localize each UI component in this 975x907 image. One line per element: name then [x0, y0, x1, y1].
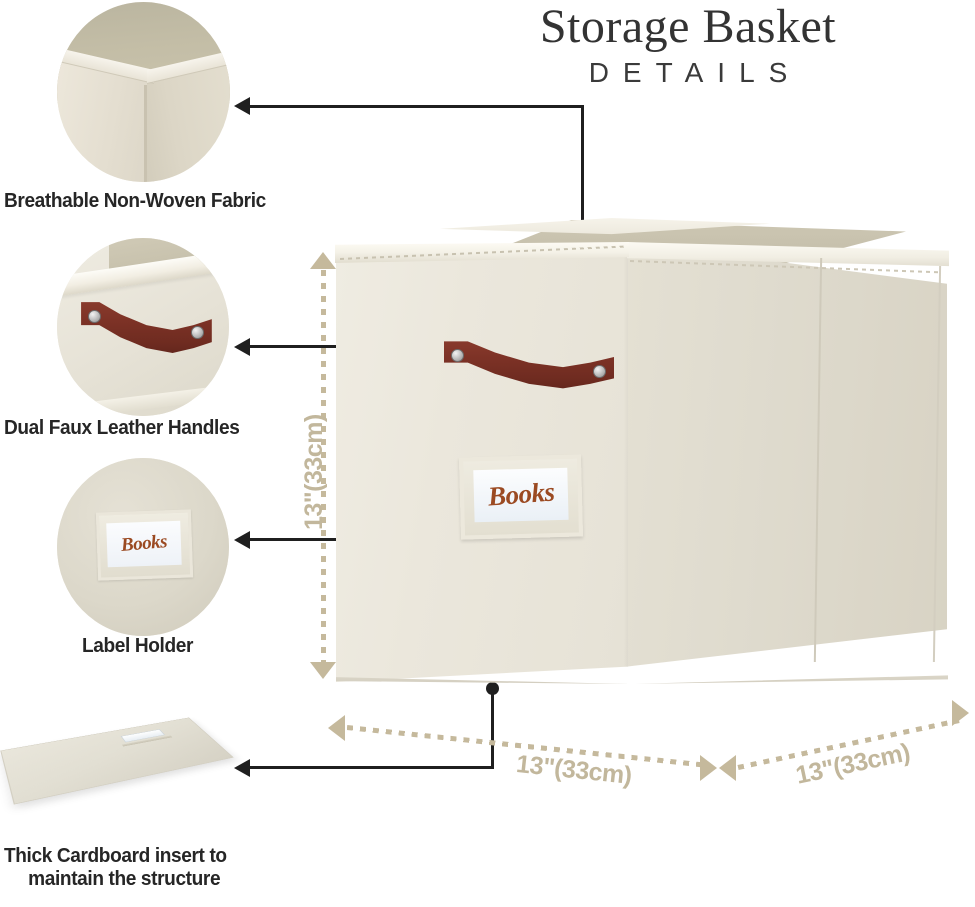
- handle-rivet-right: [190, 325, 204, 339]
- leader-line-cardboard-horizontal: [250, 766, 494, 769]
- label-photo-card: Books: [105, 521, 182, 569]
- feature-caption-handles: Dual Faux Leather Handles: [4, 416, 240, 439]
- label-photo-frame: Books: [95, 509, 193, 581]
- leader-arrowhead-fabric: [234, 97, 250, 115]
- feature-caption-label-holder: Label Holder: [82, 634, 194, 657]
- dimension-arrowhead-depth-left: [719, 755, 736, 781]
- fabric-corner-seam: [144, 84, 147, 182]
- basket-handle-strap: [444, 341, 614, 389]
- page-title: Storage Basket: [539, 0, 837, 53]
- leader-arrowhead-handles: [234, 338, 250, 356]
- basket-side-panel: [627, 242, 947, 667]
- feature-caption-cardboard-line1: Thick Cardboard insert to: [4, 844, 227, 867]
- page-subtitle: DETAILS: [588, 56, 802, 88]
- leader-line-cardboard-vertical: [491, 688, 494, 769]
- basket-handle-rivet-left: [451, 349, 464, 362]
- fabric-corner-photo: [57, 2, 230, 182]
- basket-label-card-text: Books: [486, 476, 556, 512]
- cardboard-sheet-photo: [0, 700, 236, 810]
- leader-line-fabric-horizontal: [250, 105, 584, 108]
- label-holder-photo: Books: [57, 458, 229, 636]
- storage-basket-product-image: Books: [335, 218, 949, 688]
- basket-label-card: Books: [473, 467, 569, 522]
- dimension-arrowhead-height-top: [310, 252, 336, 269]
- dimension-label-height: 13"(33cm): [300, 414, 328, 530]
- dimension-line-height: [320, 270, 326, 662]
- page-header: Storage Basket DETAILS: [408, 0, 968, 89]
- handle-photo-strap: [81, 299, 212, 360]
- cardboard-sheet-shape: [0, 717, 234, 805]
- handle-rivet-left: [88, 309, 102, 323]
- basket-label-holder: Books: [458, 454, 584, 540]
- dimension-arrowhead-width-left: [328, 715, 345, 741]
- leader-arrowhead-label-holder: [234, 531, 250, 549]
- dimension-label-depth: 13"(33cm): [793, 738, 913, 790]
- dimension-arrowhead-depth-right: [952, 700, 969, 726]
- leader-line-fabric-vertical: [581, 105, 584, 233]
- basket-handle-rivet-right: [593, 365, 606, 378]
- feature-caption-cardboard: Thick Cardboard insert to maintain the s…: [4, 844, 274, 891]
- feature-caption-cardboard-line2: maintain the structure: [28, 866, 221, 890]
- dimension-arrowhead-width-right: [700, 755, 717, 781]
- feature-caption-fabric: Breathable Non-Woven Fabric: [4, 189, 266, 212]
- basket-handle: [444, 338, 614, 394]
- label-photo-card-text: Books: [119, 531, 168, 557]
- dimension-arrowhead-height-bottom: [310, 662, 336, 679]
- leader-arrowhead-cardboard: [234, 759, 250, 777]
- leather-handle-photo: [57, 238, 229, 416]
